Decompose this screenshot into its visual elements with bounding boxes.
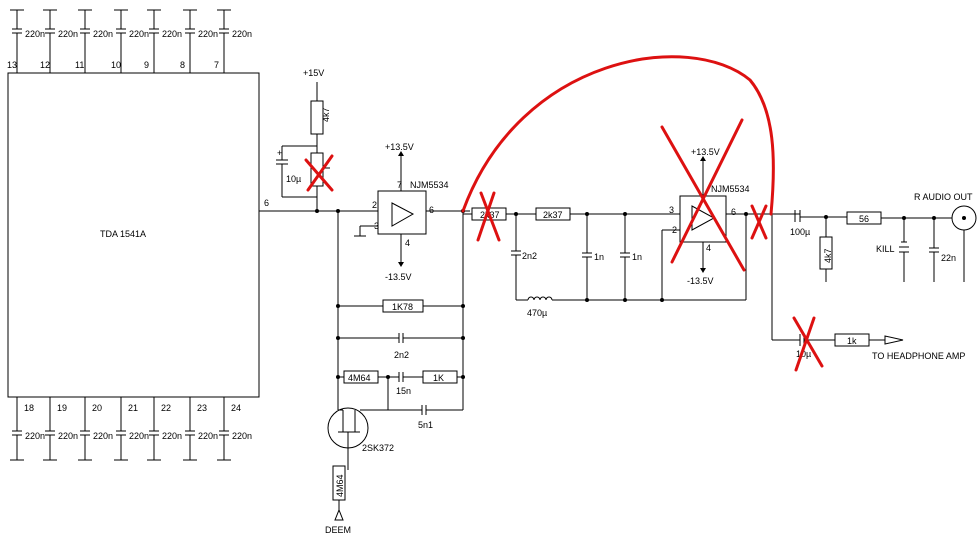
decoupling-cap-pin-13: 220n 13 (7, 9, 45, 73)
opamp1-pin6: 6 (429, 205, 434, 215)
decoupling-cap-pin-8: 220n 8 (180, 9, 218, 73)
cap-value-label: 220n (25, 29, 45, 39)
decoupling-cap-pin-22: 220n 22 (147, 397, 182, 461)
pin-number: 12 (40, 60, 50, 70)
pin-number: 23 (197, 403, 207, 413)
cap-22n-label: 22n (941, 253, 956, 263)
opamp1-pos-supply: +13.5V (385, 142, 414, 152)
cap-value-label: 220n (93, 29, 113, 39)
cap-value-label: 220n (93, 431, 113, 441)
decoupling-cap-pin-11: 220n 11 (75, 9, 113, 73)
opamp1-neg-supply: -13.5V (385, 272, 412, 282)
crossed-out-2k37 (479, 191, 501, 242)
pin-number: 18 (24, 403, 34, 413)
opamp2-pin3: 3 (669, 205, 674, 215)
pin-number: 10 (111, 60, 121, 70)
crossed-out-hp-cap (792, 316, 824, 368)
tda1541a-chip: TDA 1541A 6 (7, 72, 269, 398)
pin-number: 13 (7, 60, 17, 70)
decoupling-cap-pin-18: 220n 18 (10, 397, 45, 461)
cap-value-label: 220n (129, 29, 149, 39)
audio-out-label: R AUDIO OUT (914, 192, 973, 202)
decoupling-cap-pin-9: 220n 9 (144, 9, 182, 73)
opamp2-neg-supply: -13.5V (687, 276, 714, 286)
resistor-1k-hp-label: 1k (847, 336, 857, 346)
cap-10u-plus: + (277, 148, 282, 158)
chip-output-pin: 6 (264, 198, 269, 208)
cap-value-label: 220n (232, 29, 252, 39)
output-section: 100µ 4k7 56 KILL 22n R AUDIO OUT (771, 192, 977, 372)
kill-label: KILL (876, 244, 895, 254)
resistor-1k78-label: 1K78 (392, 302, 413, 312)
resistor-4k7-out-label: 4k7 (823, 248, 833, 263)
resistor-4k7-top-label: 4k7 (321, 107, 331, 122)
resistor-1k-fb-label: 1K (433, 373, 444, 383)
to-headphone-label: TO HEADPHONE AMP (872, 351, 965, 361)
opamp1-pin7: 7 (397, 180, 402, 190)
opamp1-block: NJM5534 7 2 3 6 4 +13.5V -13.5V (354, 142, 470, 282)
output-wiring: +15V 4k7 10µ + (259, 68, 386, 213)
cap-value-label: 220n (129, 431, 149, 441)
opamp1-name: NJM5534 (410, 180, 449, 190)
bottom-decoupling-caps: 220n18220n19220n20220n21220n22220n23220n… (10, 397, 252, 461)
cap-value-label: 220n (232, 431, 252, 441)
cap-value-label: 220n (58, 431, 78, 441)
decoupling-cap-pin-20: 220n 20 (78, 397, 113, 461)
pin-number: 8 (180, 60, 185, 70)
pin-number: 20 (92, 403, 102, 413)
pin-number: 11 (75, 60, 84, 70)
decoupling-cap-pin-21: 220n 21 (114, 397, 149, 461)
decoupling-cap-pin-19: 220n 19 (43, 397, 78, 461)
cap-value-label: 220n (198, 431, 218, 441)
cap-2n2-fb-label: 2n2 (394, 350, 409, 360)
opamp2-pin6: 6 (731, 207, 736, 217)
opamp1-pin2: 2 (372, 200, 377, 210)
bypass-wire-arc (461, 55, 775, 216)
decoupling-cap-pin-23: 220n 23 (183, 397, 218, 461)
cap-1n-a-label: 1n (594, 252, 604, 262)
opamp2-name: NJM5534 (711, 184, 750, 194)
filter-section: 2k37 2k37 2n2 1n 1n 470µ (463, 191, 746, 318)
pin-number: 7 (214, 60, 219, 70)
feedback-network: 1K78 2n2 4M64 15n 1K 5n1 (325, 209, 465, 535)
chip-label: TDA 1541A (100, 229, 146, 239)
supply-15v-label: +15V (303, 68, 324, 78)
cap-5n1-label: 5n1 (418, 420, 433, 430)
top-decoupling-caps: 220n 13 220n 12 220n 11 220n 10 220n 9 220n 8 220n 7 (7, 9, 252, 73)
decoupling-cap-pin-24: 220n 24 (217, 397, 252, 461)
decoupling-cap-pin-12: 220n 12 (40, 9, 78, 73)
cap-2n2-label: 2n2 (522, 251, 537, 261)
cap-100u-label: 100µ (790, 227, 810, 237)
pin-number: 21 (128, 403, 138, 413)
cap-value-label: 220n (198, 29, 218, 39)
opamp2-pos-supply: +13.5V (691, 147, 720, 157)
resistor-4m64-label: 4M64 (348, 373, 371, 383)
cap-value-label: 220n (58, 29, 78, 39)
inductor-470u (527, 296, 553, 301)
resistor-56-label: 56 (859, 214, 869, 224)
jfet-label: 2SK372 (362, 443, 394, 453)
cap-value-label: 220n (162, 29, 182, 39)
resistor-2k37b-label: 2k37 (543, 210, 563, 220)
pin-number: 19 (57, 403, 67, 413)
cap-value-label: 220n (25, 431, 45, 441)
cap-10u-label: 10µ (286, 174, 301, 184)
opamp2-pin4: 4 (706, 243, 711, 253)
cap-value-label: 220n (162, 431, 182, 441)
pin-number: 9 (144, 60, 149, 70)
pin-number: 24 (231, 403, 241, 413)
cap-10u-hp-label: 10µ (796, 349, 811, 359)
decoupling-cap-pin-7: 220n 7 (214, 9, 252, 73)
opamp2-block: NJM5534 3 2 6 4 +13.5V -13.5V (660, 118, 800, 300)
resistor-4m64-v-label: 4M64 (335, 474, 345, 497)
pin-number: 22 (161, 403, 171, 413)
cap-1n-b-label: 1n (632, 252, 642, 262)
opamp1-pin4: 4 (405, 238, 410, 248)
decoupling-cap-pin-10: 220n 10 (111, 9, 149, 73)
deem-label: DEEM (325, 525, 351, 535)
cap-15n-label: 15n (396, 386, 411, 396)
inductor-470u-label: 470µ (527, 308, 547, 318)
